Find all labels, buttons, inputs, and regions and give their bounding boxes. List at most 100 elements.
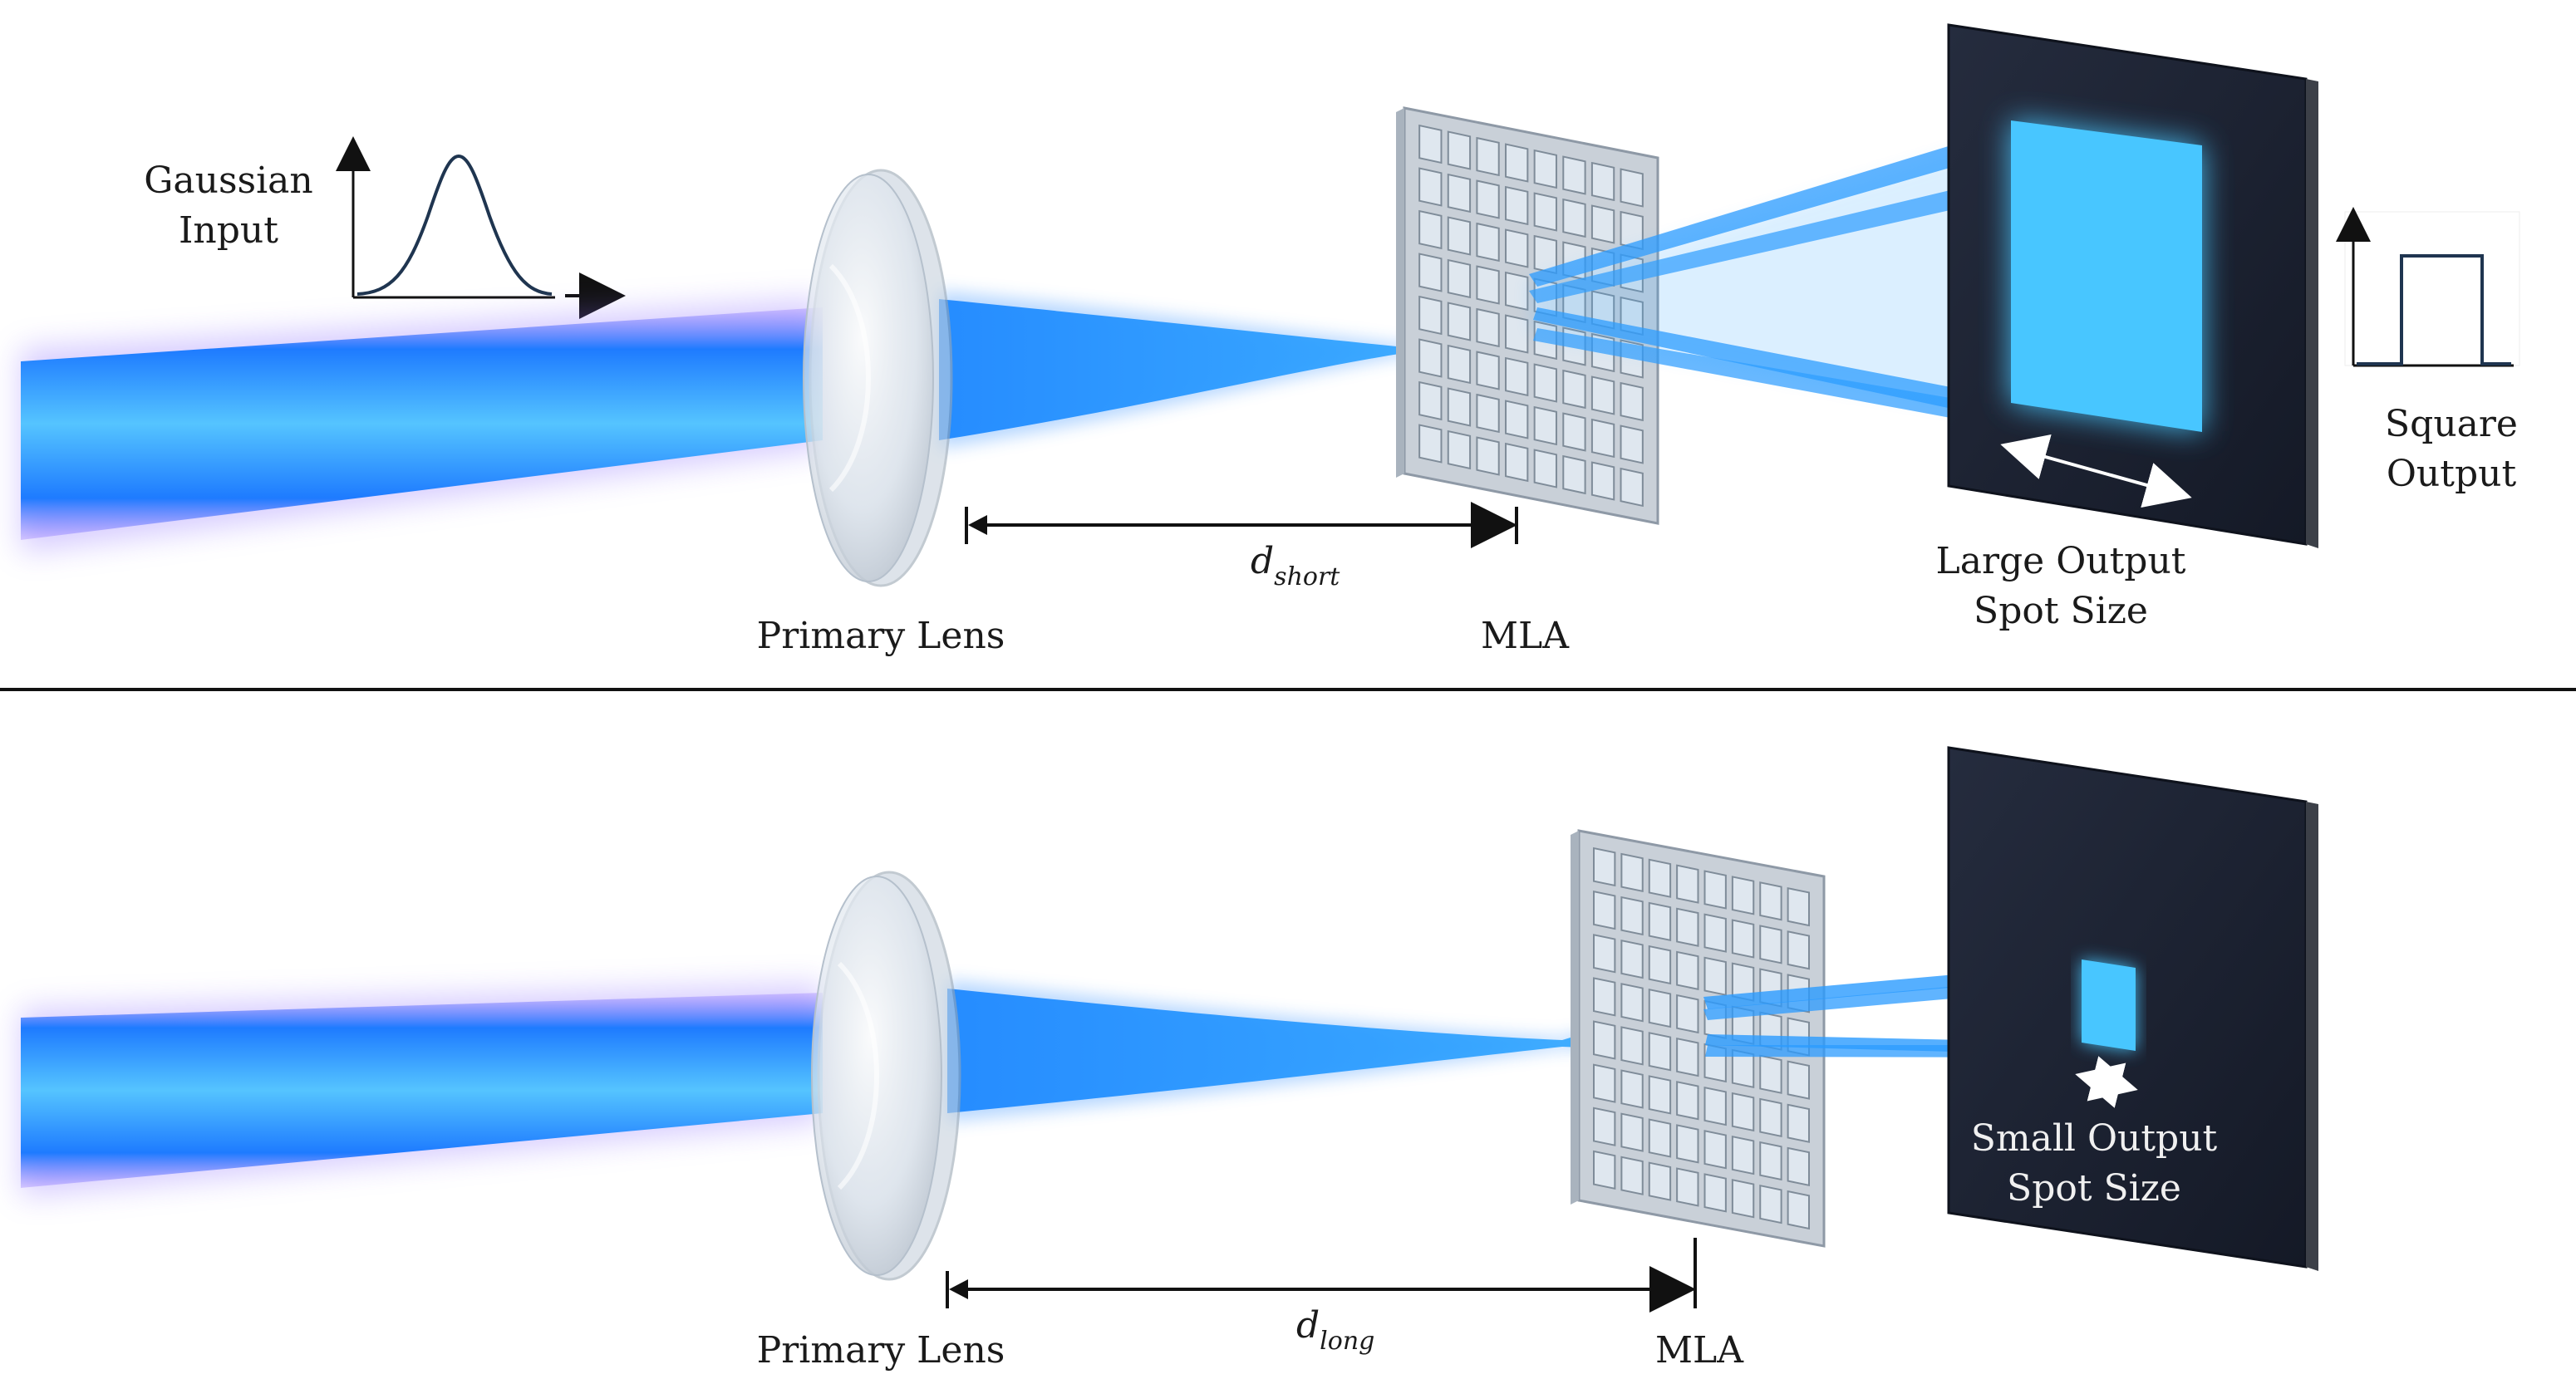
input-beam-top — [21, 299, 823, 552]
small-output-label-line1: Small Output — [1971, 1117, 2218, 1160]
lenslet — [1448, 132, 1470, 169]
gaussian-input-label-line2: Input — [179, 209, 278, 252]
distance-label-long: dlong — [1296, 1304, 1374, 1356]
lenslet — [1621, 1027, 1642, 1064]
lenslet — [1733, 1093, 1753, 1131]
lenslet — [1563, 199, 1585, 237]
lenslet — [1506, 358, 1527, 395]
lenslet — [1621, 383, 1643, 420]
lenslet — [1788, 1105, 1809, 1142]
small-output-label-line2: Spot Size — [2007, 1167, 2181, 1210]
input-beam-bottom — [21, 984, 823, 1196]
distance-marker-long — [947, 1238, 1695, 1308]
lenslet — [1649, 860, 1670, 897]
lenslet — [1448, 218, 1470, 255]
lenslet — [1535, 407, 1556, 444]
lenslet — [1788, 1191, 1809, 1229]
lenslet — [1419, 425, 1441, 463]
lenslet — [1506, 444, 1527, 481]
lenslet — [1649, 1076, 1670, 1113]
lenslet — [1477, 309, 1498, 346]
lenslet — [1677, 952, 1698, 989]
lenslet — [1592, 463, 1614, 500]
lenslet — [1563, 414, 1585, 451]
lenslet — [1448, 174, 1470, 212]
distance-label-short: dshort — [1251, 540, 1340, 591]
lenslet — [1563, 371, 1585, 408]
lenslet — [1448, 389, 1470, 426]
small-output-spot — [2082, 959, 2136, 1051]
lenslet — [1448, 303, 1470, 341]
lenslet — [1705, 871, 1726, 909]
lenslet — [1592, 206, 1614, 243]
lenslet — [1594, 978, 1615, 1015]
lenslet — [1621, 169, 1643, 207]
lenslet — [1535, 194, 1556, 231]
lenslet — [1677, 1169, 1698, 1206]
mla-label-bottom: MLA — [1655, 1329, 1744, 1372]
square-output-label-line2: Output — [2387, 453, 2517, 495]
top-panel: Gaussian Input — [21, 25, 2519, 657]
lenslet — [1621, 984, 1642, 1021]
lenslet — [1506, 145, 1527, 182]
lenslet — [1594, 935, 1615, 972]
lenslet — [1705, 915, 1726, 952]
lenslet — [1788, 931, 1809, 969]
lenslet — [1535, 365, 1556, 402]
lenslet — [1621, 1071, 1642, 1108]
lenslet — [1535, 450, 1556, 488]
large-output-label-line1: Large Output — [1936, 540, 2186, 582]
lenslet — [1594, 891, 1615, 929]
lenslet — [1419, 211, 1441, 248]
lenslet — [1506, 401, 1527, 439]
lenslet — [1535, 150, 1556, 188]
lenslet — [1477, 138, 1498, 175]
primary-lens-label-top: Primary Lens — [757, 615, 1005, 657]
lenslet — [1419, 340, 1441, 377]
lenslet — [1419, 125, 1441, 163]
lenslet — [1621, 426, 1643, 464]
lenslet — [1506, 230, 1527, 267]
lenslet — [1592, 420, 1614, 457]
lenslet — [1448, 260, 1470, 297]
square-output-plot — [2345, 212, 2519, 366]
lenslet — [1621, 854, 1642, 891]
gaussian-curve — [357, 156, 552, 294]
primary-lens-label-bottom: Primary Lens — [757, 1329, 1005, 1372]
lenslet — [1677, 866, 1698, 903]
lenslet — [1760, 882, 1781, 920]
lenslet — [1506, 272, 1527, 310]
lenslet — [1788, 1148, 1809, 1185]
lenslet — [1733, 876, 1753, 914]
lenslet — [1448, 346, 1470, 383]
lenslet — [1677, 909, 1698, 946]
lenslet — [1705, 1131, 1726, 1168]
lenslet — [1733, 920, 1753, 958]
lenslet — [1594, 1022, 1615, 1059]
lenslet — [1788, 888, 1809, 925]
lenslet — [1419, 297, 1441, 334]
lenslet — [1594, 848, 1615, 886]
lenslet — [1705, 1087, 1726, 1125]
gaussian-input-label-line1: Gaussian — [144, 159, 313, 202]
lenslet — [1760, 1185, 1781, 1223]
lenslet — [1649, 989, 1670, 1027]
lenslet — [1760, 1056, 1781, 1093]
screen-top — [1949, 25, 2318, 548]
lenslet — [1621, 469, 1643, 506]
lenslet — [1649, 1120, 1670, 1157]
lenslet — [1477, 267, 1498, 304]
lenslet — [1677, 995, 1698, 1033]
lenslet — [1477, 352, 1498, 390]
lenslet — [1621, 897, 1642, 935]
lenslet — [1760, 1142, 1781, 1180]
gaussian-input-plot — [353, 141, 619, 297]
lenslet — [1594, 1108, 1615, 1146]
lenslet — [1506, 187, 1527, 224]
lenslet — [1448, 431, 1470, 469]
primary-lens-bottom — [812, 872, 960, 1279]
lenslet — [1419, 169, 1441, 206]
lenslet — [1477, 223, 1498, 261]
bottom-panel: Small Output Spot Size dlong Primary Len… — [21, 748, 2318, 1372]
